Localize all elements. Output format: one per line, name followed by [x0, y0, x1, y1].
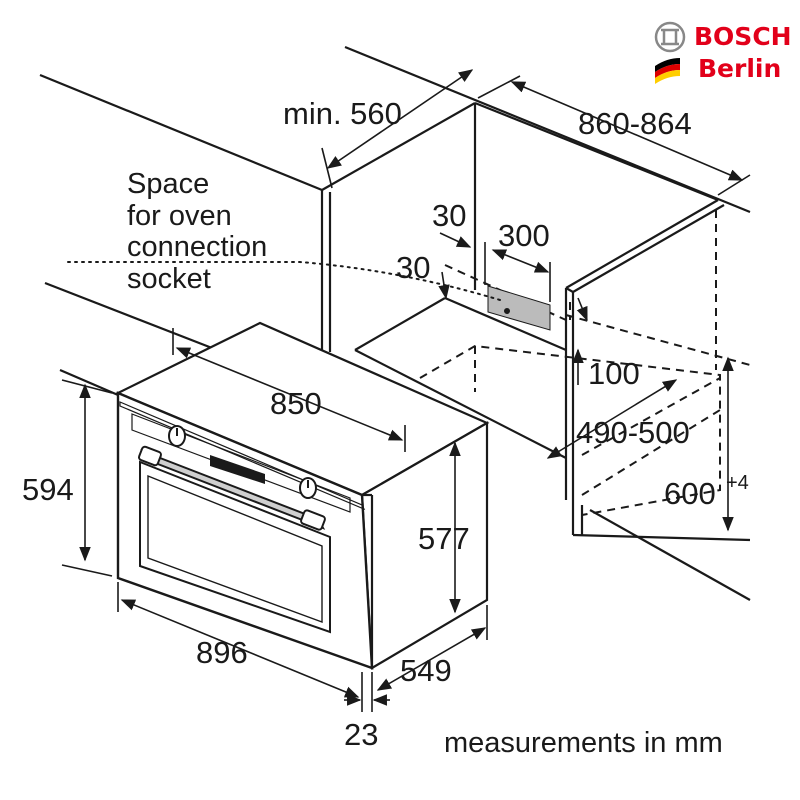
city-name: Berlin — [698, 54, 781, 83]
socket-side-offset-label: 30 — [432, 198, 466, 233]
front-panel-depth-label: 23 — [344, 717, 378, 752]
dimension-lines — [61, 69, 751, 712]
niche-height-label: 600 — [664, 476, 716, 511]
right-knob-icon — [299, 477, 317, 499]
bosch-berlin-logo: BOSCH Berlin — [654, 21, 792, 84]
niche-height-tolerance: +4 — [726, 472, 749, 494]
socket-note-line3: connection — [127, 231, 267, 263]
cabinet-width-label: 860-864 — [578, 106, 692, 141]
niche-depth-label: 490-500 — [576, 415, 690, 450]
socket-note-line4: socket — [127, 263, 211, 295]
left-knob-icon — [168, 425, 186, 447]
oven-depth-label: 549 — [400, 653, 452, 688]
socket-top-offset-label: 30 — [396, 250, 430, 285]
oven-handle-icon — [138, 445, 326, 531]
oven-front-width-label: 896 — [196, 635, 248, 670]
socket-note-line1: Space — [127, 168, 209, 200]
units-note: measurements in mm — [444, 727, 723, 759]
socket-note-line2: for oven — [127, 200, 232, 232]
german-flag-icon — [655, 58, 680, 84]
socket-height-label: 100 — [588, 356, 640, 391]
oven-illustration — [115, 321, 490, 670]
oven-front-height-label: 594 — [22, 472, 74, 507]
oven-body-height-label: 577 — [418, 521, 470, 556]
socket-leader — [67, 261, 501, 301]
brand-name: BOSCH — [694, 22, 792, 51]
bosch-armature-icon — [654, 21, 686, 53]
oven-inner-width-label: 850 — [270, 386, 322, 421]
cabinet-outline — [39, 45, 751, 601]
socket-width-label: 300 — [498, 218, 550, 253]
cabinet-depth-label: min. 560 — [283, 96, 402, 131]
